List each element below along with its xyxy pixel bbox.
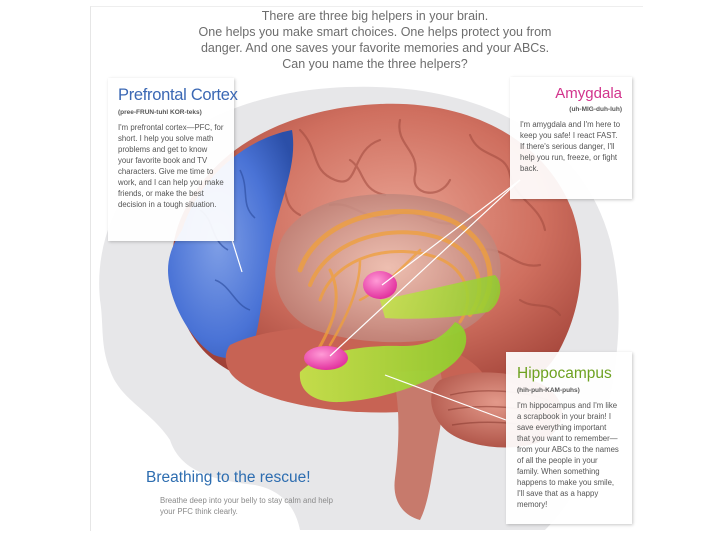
prefrontal-cortex-title: Prefrontal Cortex	[118, 87, 224, 104]
prefrontal-cortex-description: I'm prefrontal cortex—PFC, for short. I …	[118, 122, 224, 210]
amygdala-pronunciation: (uh-MIG-duh-luh)	[520, 106, 622, 113]
intro-line: One helps you make smart choices. One he…	[190, 24, 560, 40]
breathing-title: Breathing to the rescue!	[146, 469, 346, 487]
hippocampus-description: I'm hippocampus and I'm like a scrapbook…	[517, 400, 621, 510]
intro-line: danger. And one saves your favorite memo…	[190, 40, 560, 56]
amygdala-card: Amygdala (uh-MIG-duh-luh) I'm amygdala a…	[510, 77, 632, 199]
amygdala-structure-lower	[304, 346, 348, 370]
breathing-description: Breathe deep into your belly to stay cal…	[146, 495, 346, 517]
hippocampus-pronunciation: (hih-puh-KAM-puhs)	[517, 387, 621, 394]
hippocampus-title: Hippocampus	[517, 366, 621, 382]
inner-brain-section	[275, 194, 500, 342]
intro-line: There are three big helpers in your brai…	[190, 8, 560, 24]
breathing-section: Breathing to the rescue! Breathe deep in…	[146, 469, 346, 517]
amygdala-structure	[363, 271, 397, 299]
hippocampus-card: Hippocampus (hih-puh-KAM-puhs) I'm hippo…	[506, 352, 632, 524]
amygdala-title: Amygdala	[520, 86, 622, 101]
prefrontal-cortex-pronunciation: (pree-FRUN-tuhl KOR-teks)	[118, 109, 224, 116]
prefrontal-cortex-card: Prefrontal Cortex (pree-FRUN-tuhl KOR-te…	[108, 78, 234, 241]
intro-text: There are three big helpers in your brai…	[190, 8, 560, 72]
intro-line: Can you name the three helpers?	[190, 56, 560, 72]
amygdala-description: I'm amygdala and I'm here to keep you sa…	[520, 119, 622, 174]
